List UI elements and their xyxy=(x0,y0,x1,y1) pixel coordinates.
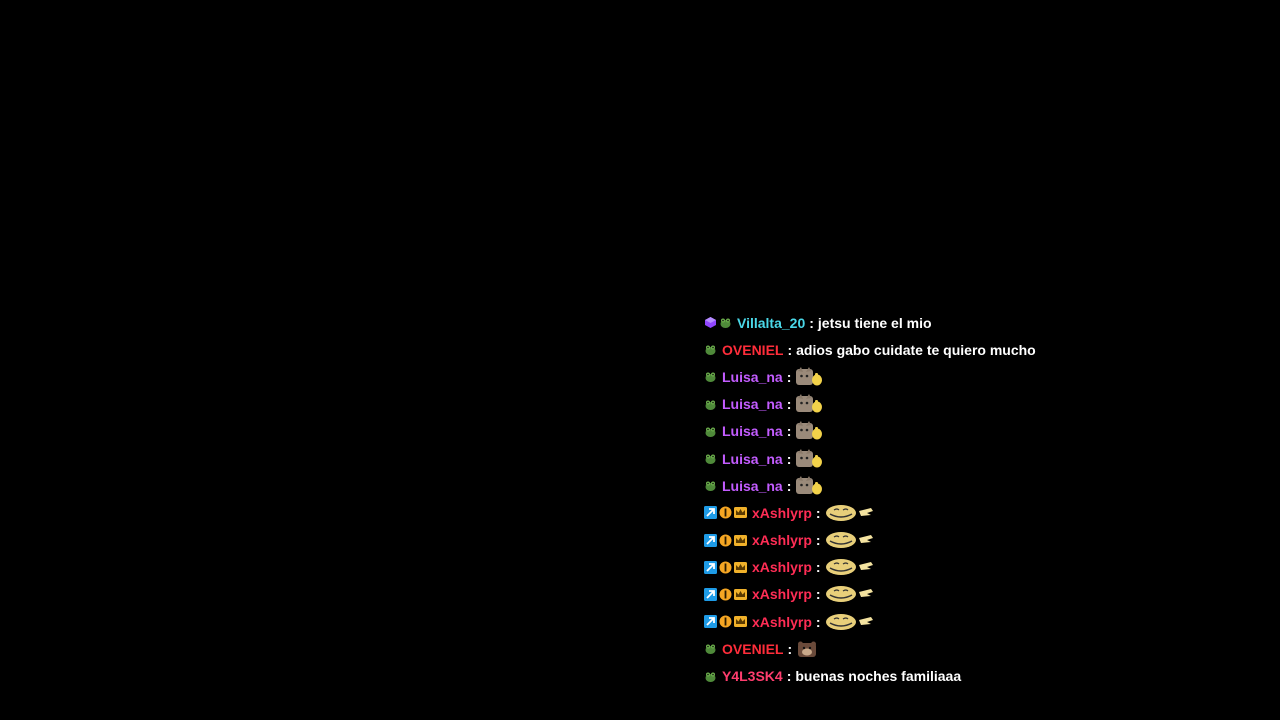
chat-username[interactable]: OVENIEL xyxy=(722,341,784,358)
frog-badge xyxy=(705,481,716,492)
chat-separator: : xyxy=(815,613,821,630)
chat-separator: : xyxy=(815,532,821,549)
cat-thumbsup-emote xyxy=(796,366,823,386)
chat-message: xAshlyrp: xyxy=(704,554,1264,581)
gift-badge xyxy=(719,615,732,628)
chat-separator: : xyxy=(787,640,793,657)
chat-message: OVENIEL: xyxy=(704,635,1264,662)
grin-point-emote xyxy=(825,586,873,603)
chat-message-text: jetsu tiene el mio xyxy=(817,314,932,331)
chat-message: Luisa_na: xyxy=(704,418,1264,445)
frog-badge xyxy=(705,672,716,682)
chat-username[interactable]: xAshlyrp xyxy=(752,532,812,549)
frog-badge xyxy=(705,454,716,465)
sub-gem-badge xyxy=(705,317,716,329)
badge-group xyxy=(704,370,717,383)
crown-badge xyxy=(734,507,747,519)
chat-message: xAshlyrp: xyxy=(704,499,1264,526)
gift-badge xyxy=(719,561,732,574)
chat-message: Luisa_na: xyxy=(704,472,1264,499)
chat-separator: : xyxy=(787,341,793,358)
chat-message: xAshlyrp: xyxy=(704,581,1264,608)
arrow-badge xyxy=(704,506,717,520)
badge-group xyxy=(704,343,717,356)
chat-message-text: adios gabo cuidate te quiero mucho xyxy=(796,341,1036,358)
chat-username[interactable]: xAshlyrp xyxy=(752,559,812,576)
frog-badge xyxy=(705,644,716,655)
chat-username[interactable]: Luisa_na xyxy=(722,368,783,385)
grin-point-emote xyxy=(825,613,873,630)
chat-message: Luisa_na: xyxy=(704,363,1264,390)
badge-group xyxy=(704,452,717,465)
bear-emote xyxy=(798,641,817,657)
badge-group xyxy=(704,615,747,629)
chat-message: OVENIEL:adios gabo cuidate te quiero muc… xyxy=(704,336,1264,363)
badge-group xyxy=(704,560,747,574)
cat-thumbsup-emote xyxy=(796,475,823,495)
chat-separator: : xyxy=(815,559,821,576)
badge-group xyxy=(704,398,717,411)
chat-separator: : xyxy=(815,504,821,521)
badge-group xyxy=(704,533,747,547)
crown-badge xyxy=(734,561,747,573)
chat-message: Luisa_na: xyxy=(704,445,1264,472)
crown-badge xyxy=(734,588,747,600)
chat-message: Luisa_na: xyxy=(704,391,1264,418)
grin-point-emote xyxy=(825,504,873,521)
badge-group xyxy=(704,425,717,438)
cat-thumbsup-emote xyxy=(796,394,823,413)
chat-separator: : xyxy=(786,396,792,413)
chat-separator: : xyxy=(809,314,814,331)
frog-badge xyxy=(705,345,716,356)
gift-badge xyxy=(719,588,732,601)
crown-badge xyxy=(734,534,747,546)
chat-username[interactable]: xAshlyrp xyxy=(752,586,812,603)
chat-message: xAshlyrp: xyxy=(704,608,1264,635)
chat-username[interactable]: xAshlyrp xyxy=(752,613,812,630)
chat-separator: : xyxy=(786,450,792,467)
chat-username[interactable]: Y4L3SK4 xyxy=(722,668,783,685)
chat-message: xAshlyrp: xyxy=(704,527,1264,554)
chat-separator: : xyxy=(786,668,792,685)
chat-separator: : xyxy=(786,423,792,440)
grin-point-emote xyxy=(825,532,873,549)
badge-group xyxy=(704,670,717,683)
badge-group xyxy=(704,316,732,329)
chat-username[interactable]: Villalta_20 xyxy=(737,314,806,331)
arrow-badge xyxy=(704,587,717,601)
grin-point-emote xyxy=(825,559,873,576)
frog-badge xyxy=(705,427,716,437)
chat-username[interactable]: Luisa_na xyxy=(722,423,783,440)
crown-badge xyxy=(734,616,747,628)
chat-username[interactable]: Luisa_na xyxy=(722,450,783,467)
chat-separator: : xyxy=(786,477,792,494)
badge-group xyxy=(704,642,717,655)
frog-badge xyxy=(705,372,716,383)
frog-badge xyxy=(720,318,731,329)
chat-username[interactable]: Luisa_na xyxy=(722,396,783,413)
badge-group xyxy=(704,587,747,601)
chat-separator: : xyxy=(786,368,792,385)
chat-separator: : xyxy=(815,586,821,603)
chat-message: Villalta_20:jetsu tiene el mio xyxy=(704,309,1264,336)
gift-badge xyxy=(719,534,732,547)
arrow-badge xyxy=(704,615,717,629)
gift-badge xyxy=(719,506,732,519)
chat-username[interactable]: xAshlyrp xyxy=(752,504,812,521)
chat-username[interactable]: Luisa_na xyxy=(722,477,783,494)
cat-thumbsup-emote xyxy=(796,448,823,468)
frog-badge xyxy=(705,400,716,410)
chat-message: Y4L3SK4:buenas noches familiaaa xyxy=(704,662,1264,689)
arrow-badge xyxy=(704,533,717,547)
arrow-badge xyxy=(704,560,717,574)
badge-group xyxy=(704,506,747,520)
chat-username[interactable]: OVENIEL xyxy=(722,640,784,657)
cat-thumbsup-emote xyxy=(796,421,823,440)
chat-message-text: buenas noches familiaaa xyxy=(795,668,962,685)
badge-group xyxy=(704,479,717,492)
